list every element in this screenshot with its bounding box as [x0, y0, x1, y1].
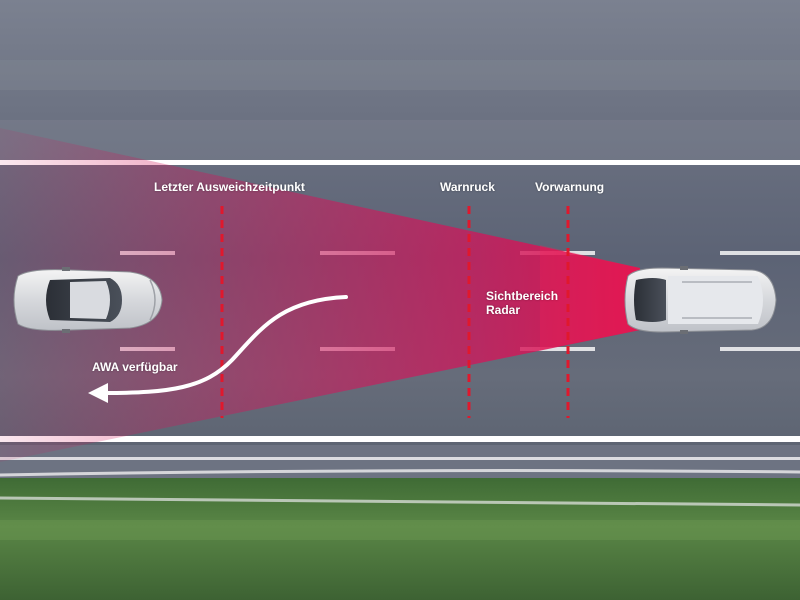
last-evasion-point-label: Letzter Ausweichzeitpunkt: [154, 180, 305, 194]
top-edge-line: [0, 160, 800, 165]
awa-available-label: AWA verfügbar: [92, 360, 178, 374]
radar-view-label: Sichtbereich Radar: [486, 289, 558, 317]
road-blur-band: [0, 120, 800, 160]
shoulder: [0, 445, 800, 480]
evasion-arrowhead: [88, 383, 108, 403]
lead-car-icon: [624, 266, 777, 334]
warning-jerk-label: Warnruck: [440, 180, 495, 194]
radar-cone: [0, 128, 640, 462]
evasion-path: [103, 295, 348, 395]
radar-cone-glow: [540, 245, 640, 350]
bottom-edge-line: [0, 436, 800, 442]
pre-warning-label: Vorwarnung: [535, 180, 605, 194]
grass-highlight: [0, 520, 800, 540]
guard-rail-line-3: [0, 496, 800, 507]
radar-view-label-line2: Radar: [486, 303, 521, 317]
road-blur-band-2: [0, 60, 800, 90]
radar-view-label-line1: Sichtbereich: [486, 289, 559, 303]
guard-rail-line-1: [0, 457, 800, 460]
ego-car-icon: [13, 267, 163, 333]
marker-lines: [220, 206, 570, 418]
guard-rail-line-2: [0, 469, 800, 477]
